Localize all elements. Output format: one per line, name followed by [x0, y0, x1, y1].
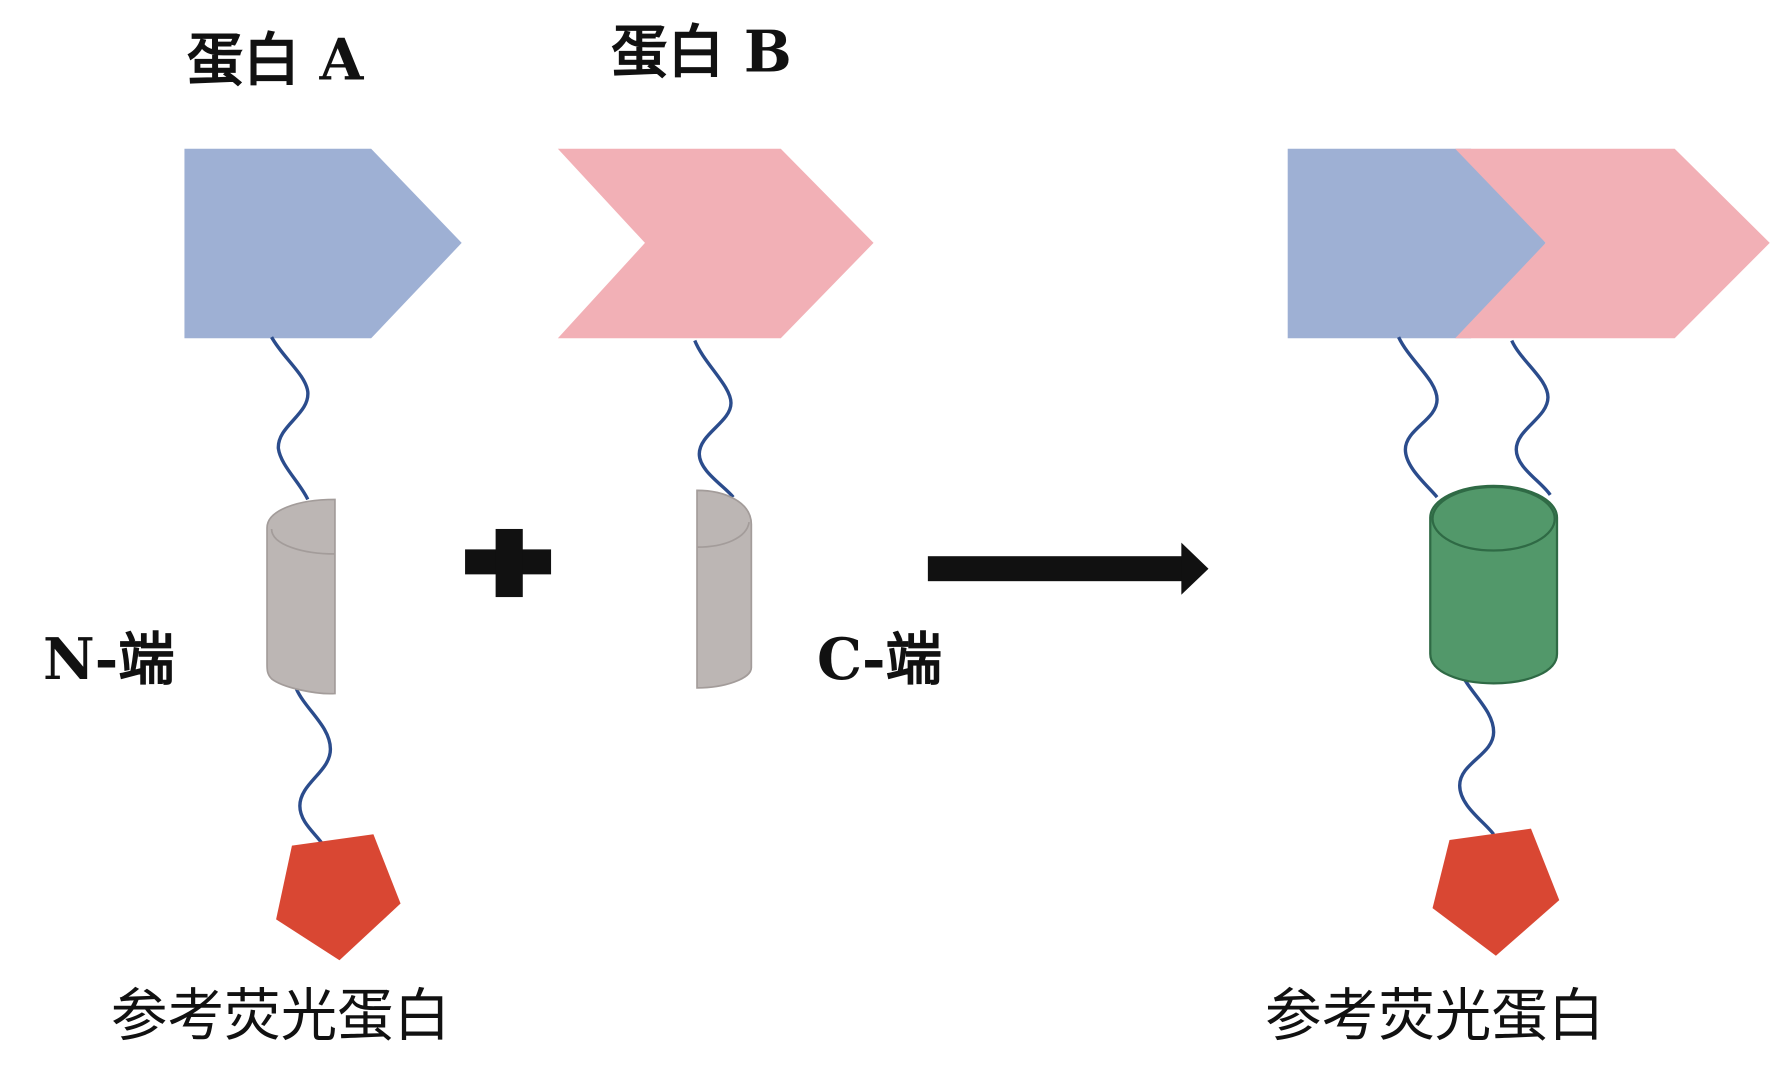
linker-a-top: [270, 336, 310, 501]
protein-b-label: 蛋白 B: [611, 19, 792, 85]
reaction-arrow-icon: [927, 542, 1209, 595]
plus-icon: [465, 528, 552, 598]
protein-a-shape: [184, 148, 462, 339]
linker-fp-combined: [1457, 669, 1496, 836]
linker-b-combined: [1510, 339, 1552, 496]
n-terminal-fragment: [266, 498, 336, 695]
n-terminal-label: N-端: [43, 627, 175, 693]
reference-fp-left-label: 参考荧光蛋白: [111, 983, 450, 1049]
protein-b-shape: [557, 148, 874, 339]
protein-b-combined-shape: [1455, 148, 1770, 339]
c-terminal-fragment: [696, 489, 753, 689]
c-terminal-label: C-端: [817, 627, 942, 693]
linker-b-top: [693, 339, 735, 499]
reference-fp-left-shape: [276, 834, 401, 961]
complemented-fluorescent-protein: [1429, 484, 1559, 685]
protein-a-label: 蛋白 A: [187, 27, 365, 93]
reference-fp-right-shape: [1432, 828, 1560, 956]
linker-a-bottom: [294, 688, 333, 847]
protein-a-combined-shape: [1287, 148, 1546, 339]
reference-fp-right-label: 参考荧光蛋白: [1265, 983, 1604, 1049]
linker-a-combined: [1397, 336, 1439, 499]
